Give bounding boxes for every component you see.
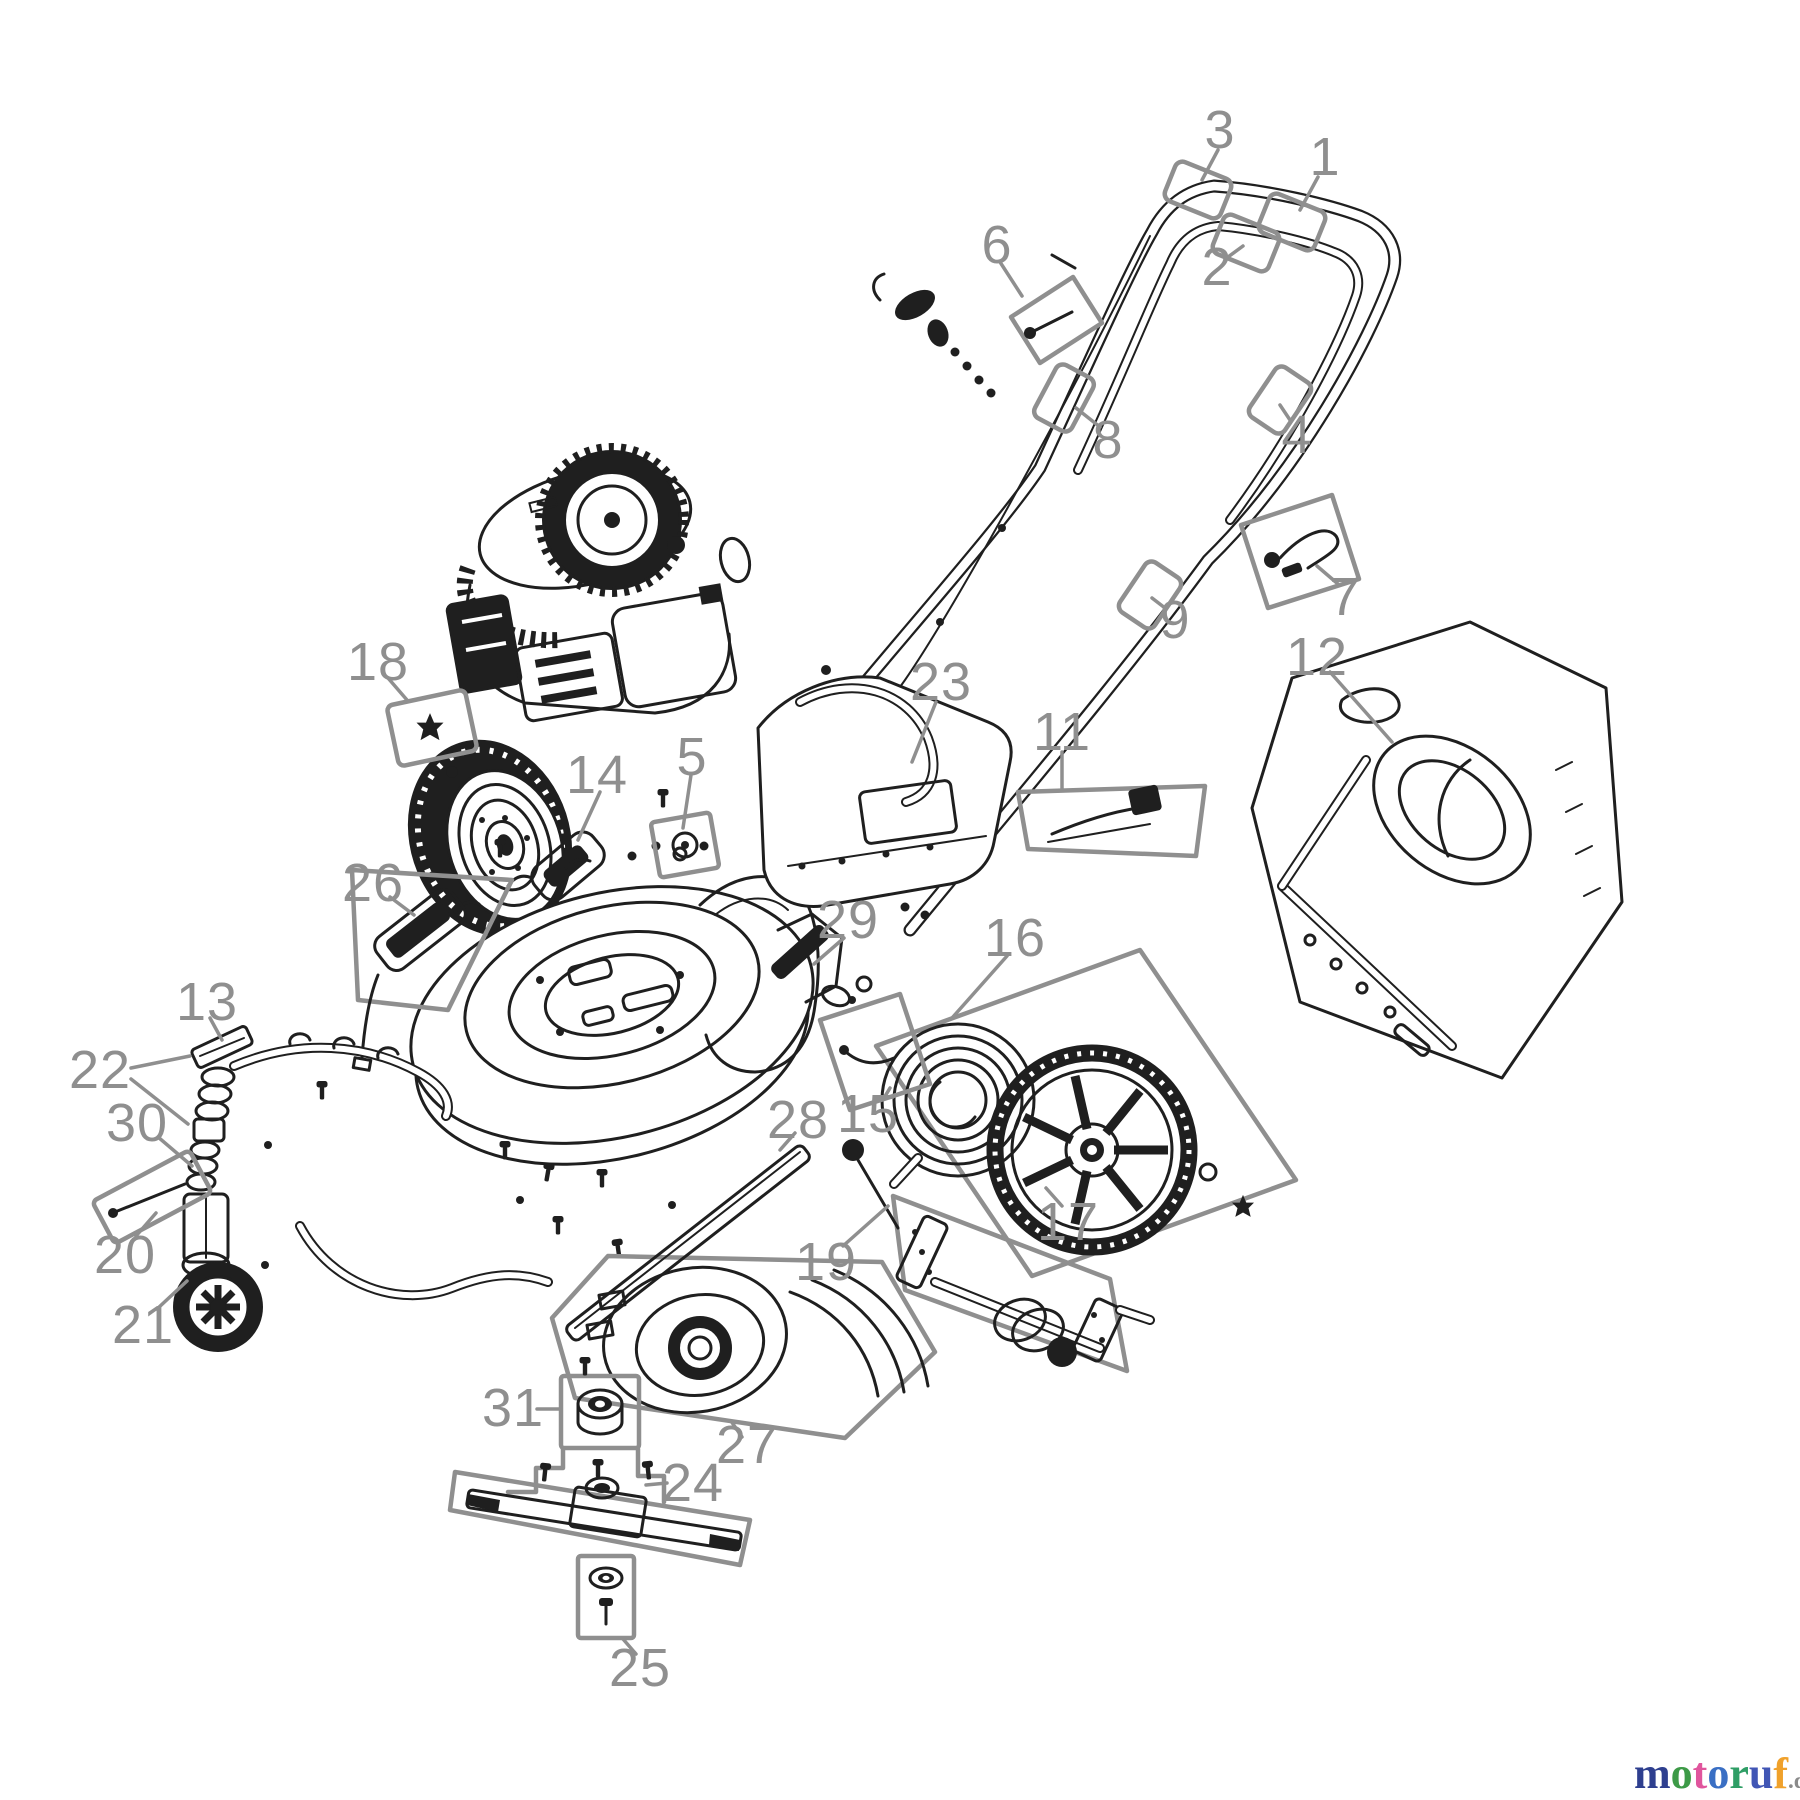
callout-30: 30 [105, 1093, 169, 1153]
callout-12: 12 [1285, 627, 1349, 687]
belt-cover-plate-box [549, 1253, 938, 1441]
rear-wheel-set-drawing [855, 947, 1299, 1279]
part6-screw-box [1008, 274, 1105, 366]
callout-25: 25 [608, 1638, 672, 1698]
callout-24: 24 [661, 1453, 725, 1513]
callout-11: 11 [1032, 702, 1092, 762]
part28-strip-drawing [565, 1144, 811, 1342]
callout-20: 20 [93, 1225, 157, 1285]
logo-letter: f [1773, 1749, 1788, 1798]
callout-31: 31 [481, 1378, 545, 1438]
callout-21: 21 [111, 1295, 175, 1355]
part26-cover-box [349, 867, 515, 1072]
callout-4: 4 [1281, 405, 1313, 465]
callout-19: 19 [794, 1232, 858, 1292]
callout-13: 13 [175, 972, 239, 1032]
switch-parts-drawing [872, 272, 996, 398]
part29-latch-drawing [771, 912, 856, 1008]
callout-1: 1 [1309, 127, 1341, 187]
callout-29: 29 [816, 890, 880, 950]
blade-box [447, 1469, 753, 1568]
callout-22: 22 [68, 1040, 132, 1100]
logo-brand: motoruf [1634, 1749, 1788, 1798]
callout-18: 18 [346, 632, 410, 692]
logo-letter: t [1692, 1749, 1708, 1798]
callout-23: 23 [909, 652, 973, 712]
logo-suffix: .de [1787, 1768, 1800, 1793]
callout-26: 26 [341, 853, 405, 913]
part31-bushing-box [558, 1357, 642, 1451]
spoked-wheel-drawing [986, 1044, 1198, 1256]
part15-pin-box [817, 991, 933, 1113]
engine-drawing [445, 443, 752, 723]
callout-9: 9 [1159, 590, 1191, 650]
logo-letter: r [1729, 1749, 1749, 1798]
callout-27: 27 [715, 1415, 779, 1475]
height-adjuster-box [842, 1139, 1155, 1374]
part7-lever-box [1238, 492, 1362, 611]
site-logo[interactable]: motoruf.de [1634, 1752, 1800, 1800]
callout-leader-lines [129, 148, 1394, 1656]
callout-3: 3 [1204, 100, 1236, 160]
part25-washer-bolt-box [575, 1553, 637, 1641]
logo-letter: o [1707, 1749, 1730, 1798]
part5-screw-box [648, 789, 722, 880]
callout-16: 16 [983, 908, 1047, 968]
logo-letter: u [1748, 1749, 1774, 1798]
callout-7: 7 [1329, 567, 1361, 627]
callout-17: 17 [1036, 1192, 1100, 1252]
blade-group-outline [505, 1446, 667, 1505]
callout-5: 5 [676, 727, 708, 787]
callout-15: 15 [836, 1084, 900, 1144]
callout-28: 28 [766, 1090, 830, 1150]
caster-assembly-drawing [173, 1025, 553, 1352]
callout-2: 2 [1201, 237, 1233, 297]
logo-letter: m [1634, 1749, 1671, 1798]
handle-clamp-boxes [1031, 159, 1328, 631]
part18-star-nut-box [385, 688, 479, 768]
callout-6: 6 [981, 215, 1013, 275]
rear-flap-drawing [756, 675, 1013, 908]
grass-catcher-drawing [1250, 620, 1624, 1080]
logo-letter: o [1670, 1749, 1693, 1798]
callout-14: 14 [565, 745, 629, 805]
part20-pin-box [91, 1149, 213, 1245]
handlebar-drawing [761, 179, 1402, 937]
callout-8: 8 [1092, 410, 1124, 470]
part11-bracket-box [1015, 783, 1208, 859]
